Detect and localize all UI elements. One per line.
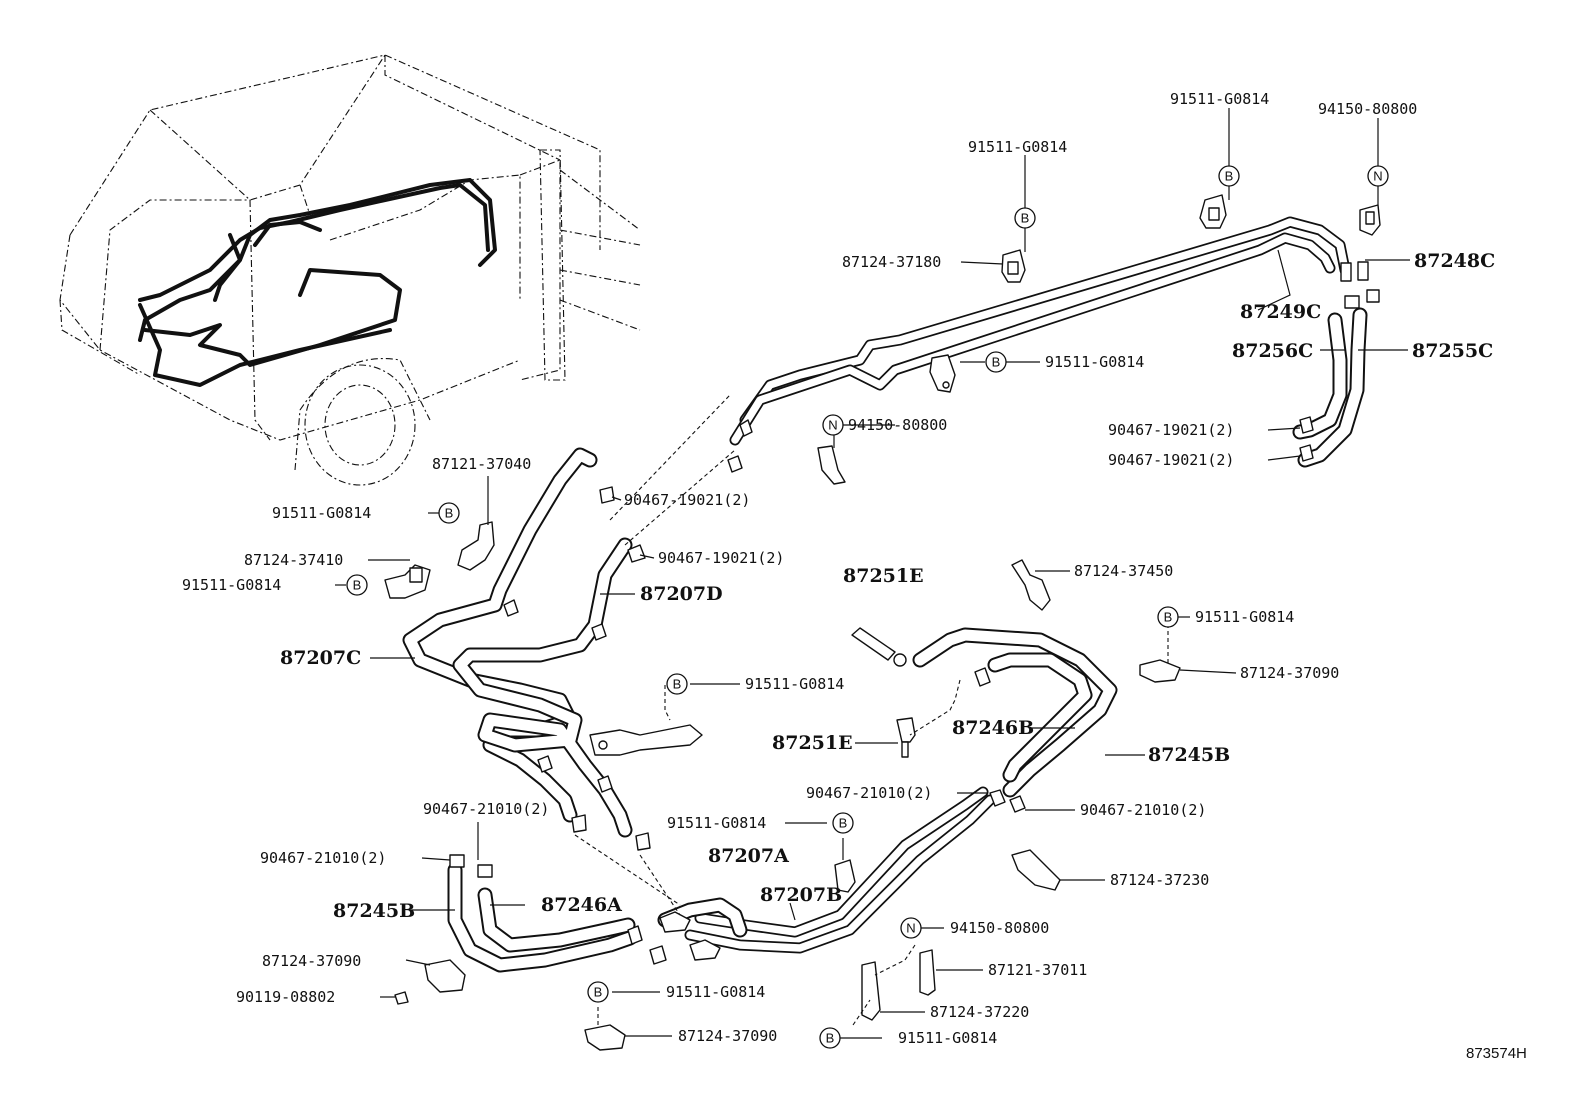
hose-87246A xyxy=(477,887,636,953)
part-label: 91511-G0814 xyxy=(898,1029,997,1047)
bolt-symbol: B xyxy=(1157,606,1179,628)
part-label: 91511-G0814 xyxy=(182,576,281,594)
svg-text:B: B xyxy=(445,506,454,521)
part-label: 91511-G0814 xyxy=(666,983,765,1001)
hose-87245B-right xyxy=(912,627,1118,798)
part-label: 87207D xyxy=(640,583,723,605)
part-label: 87251E xyxy=(772,732,853,754)
part-label: 87255C xyxy=(1412,340,1493,362)
bolt-symbol: B xyxy=(985,351,1007,373)
part-label: 87124-37220 xyxy=(930,1003,1029,1021)
part-label: 87207C xyxy=(280,647,361,669)
bolt-symbol: B xyxy=(346,574,368,596)
bolt-symbol: B xyxy=(1218,165,1240,187)
hose-87207D xyxy=(452,537,633,838)
svg-text:B: B xyxy=(1021,211,1030,226)
svg-text:B: B xyxy=(673,677,682,692)
part-label: 91511-G0814 xyxy=(667,814,766,832)
part-label: 91511-G0814 xyxy=(1170,90,1269,108)
part-label: 90119-08802 xyxy=(236,988,335,1006)
bolt-symbol: B xyxy=(438,502,460,524)
svg-text:B: B xyxy=(1225,169,1234,184)
symbol-callouts: B N B B N B B B B B N B B xyxy=(346,165,1389,1049)
part-label: 87124-37450 xyxy=(1074,562,1173,580)
part-label: 87124-37180 xyxy=(842,253,941,271)
part-label: 87246B xyxy=(952,717,1034,739)
pipe-87249C-upper xyxy=(729,216,1351,446)
bolt-symbol: B xyxy=(1014,207,1036,229)
svg-text:B: B xyxy=(992,355,1001,370)
bolt-symbol: B xyxy=(832,812,854,834)
nut-symbol: N xyxy=(1367,165,1389,187)
hose-87246B xyxy=(987,652,1093,783)
part-label: 87256C xyxy=(1232,340,1313,362)
part-label: 94150-80800 xyxy=(848,416,947,434)
nut-symbol: N xyxy=(822,414,844,436)
vehicle-illustration xyxy=(59,54,641,486)
svg-text:B: B xyxy=(353,578,362,593)
svg-text:N: N xyxy=(906,921,915,936)
hose-87207A xyxy=(657,897,748,938)
svg-text:B: B xyxy=(826,1031,835,1046)
part-label: 87121-37011 xyxy=(988,961,1087,979)
part-label: 90467-21010(2) xyxy=(260,849,386,867)
part-label: 90467-19021(2) xyxy=(1108,451,1234,469)
part-label: 87124-37410 xyxy=(244,551,343,569)
brackets-and-clips xyxy=(384,194,1381,1051)
part-labels: 91511-G0814 94150-80800 91511-G0814 8712… xyxy=(182,90,1527,1062)
part-label: 87124-37090 xyxy=(678,1027,777,1045)
part-label: 90467-21010(2) xyxy=(806,784,932,802)
part-label: 87245B xyxy=(1148,744,1230,766)
part-label: 87207A xyxy=(708,845,789,867)
part-label: 90467-19021(2) xyxy=(1108,421,1234,439)
bolt-symbol: B xyxy=(819,1027,841,1049)
part-label: 87121-37040 xyxy=(432,455,531,473)
part-label: 91511-G0814 xyxy=(968,138,1067,156)
part-label: 87124-37090 xyxy=(1240,664,1339,682)
part-label: 94150-80800 xyxy=(1318,100,1417,118)
part-label: 87249C xyxy=(1240,301,1321,323)
part-label: 87246A xyxy=(541,894,622,916)
part-label: 87248C xyxy=(1414,250,1495,272)
hose-87256C xyxy=(1292,312,1348,440)
part-label: 87207B xyxy=(760,884,842,906)
part-label: 91511-G0814 xyxy=(1195,608,1294,626)
part-label: 91511-G0814 xyxy=(272,504,371,522)
svg-text:N: N xyxy=(1373,169,1382,184)
part-label: 87251E xyxy=(843,565,924,587)
nut-symbol: N xyxy=(900,917,922,939)
part-label: 90467-19021(2) xyxy=(658,549,784,567)
svg-text:B: B xyxy=(1164,610,1173,625)
bolt-symbol: B xyxy=(587,981,609,1003)
hose-87255C xyxy=(1297,307,1368,468)
part-label: 87124-37090 xyxy=(262,952,361,970)
part-label: 90467-21010(2) xyxy=(1080,801,1206,819)
svg-text:N: N xyxy=(828,418,837,433)
part-label: 87124-37230 xyxy=(1110,871,1209,889)
part-label: 90467-19021(2) xyxy=(624,491,750,509)
part-label: 91511-G0814 xyxy=(745,675,844,693)
hose-87207C xyxy=(402,447,598,823)
diagram-reference-code: 873574H xyxy=(1466,1045,1527,1062)
part-label: 94150-80800 xyxy=(950,919,1049,937)
svg-text:B: B xyxy=(594,985,603,1000)
leader-lines xyxy=(335,108,1410,1039)
part-label: 91511-G0814 xyxy=(1045,353,1144,371)
bolt-symbol: B xyxy=(666,673,688,695)
hose-87245B-left xyxy=(447,862,638,973)
part-label: 87245B xyxy=(333,900,415,922)
svg-text:B: B xyxy=(839,816,848,831)
part-label: 90467-21010(2) xyxy=(423,800,549,818)
